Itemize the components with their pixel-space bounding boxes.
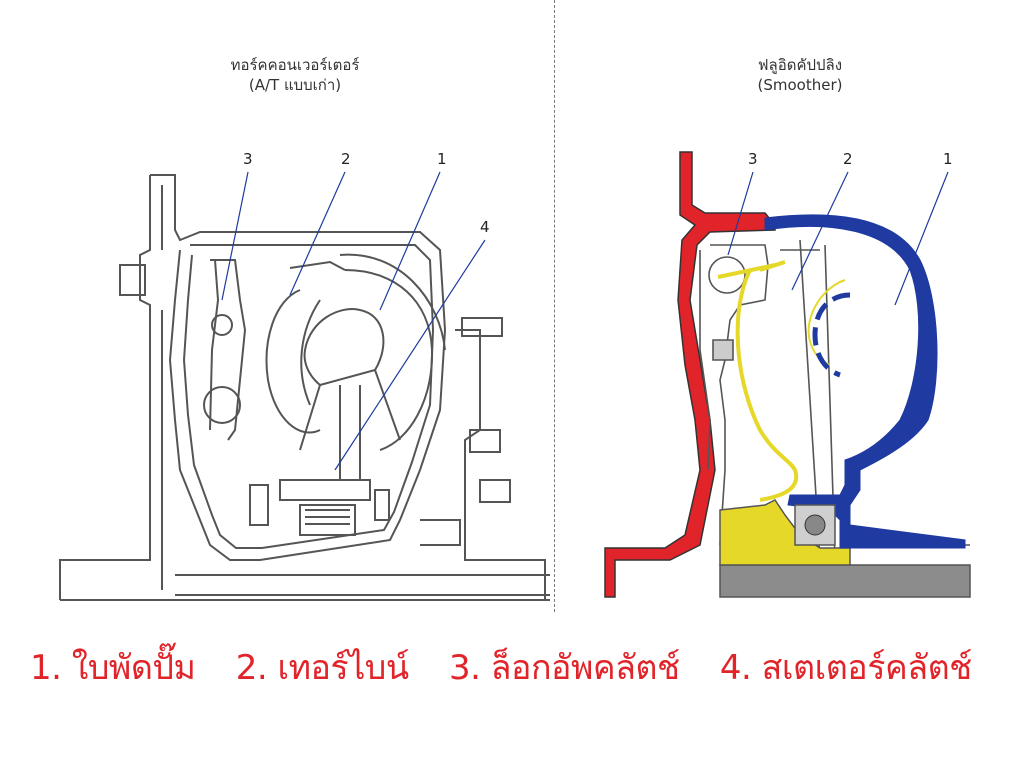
label-1: 1 (943, 150, 953, 168)
fluid-coupling-cross-section (604, 151, 971, 598)
fluid-coupling-panel: ฟลูอิดคัปปลิง (Smoother) (560, 0, 1032, 615)
legend-item-3: 3. ล็อกอัพคลัตช์ (448, 648, 680, 688)
torque-converter-panel: ทอร์คคอนเวอร์เตอร์ (A/T แบบเก่า) (0, 0, 550, 615)
legend-item-1: 1. ใบพัดปั๊ม (30, 648, 196, 688)
torque-converter-cross-section (59, 171, 550, 601)
fluid-coupling-title: ฟลูอิดคัปปลิง (Smoother) (730, 55, 870, 95)
legend-item-2: 2. เทอร์ไบน์ (235, 648, 409, 688)
label-4: 4 (480, 218, 490, 236)
label-2: 2 (341, 150, 351, 168)
label-2: 2 (843, 150, 853, 168)
label-3: 3 (243, 150, 253, 168)
title-line-1: ทอร์คคอนเวอร์เตอร์ (230, 56, 360, 74)
panel-divider (554, 0, 555, 612)
title-line-1: ฟลูอิดคัปปลิง (757, 56, 843, 74)
title-line-2: (A/T แบบเก่า) (248, 76, 342, 94)
label-3: 3 (748, 150, 758, 168)
label-1: 1 (437, 150, 447, 168)
torque-converter-title: ทอร์คคอนเวอร์เตอร์ (A/T แบบเก่า) (205, 55, 385, 95)
title-line-2: (Smoother) (757, 76, 843, 94)
component-legend: 1. ใบพัดปั๊ม 2. เทอร์ไบน์ 3. ล็อกอัพคลัต… (30, 640, 1020, 694)
legend-item-4: 4. สเตเตอร์คลัตช์ (719, 648, 972, 688)
